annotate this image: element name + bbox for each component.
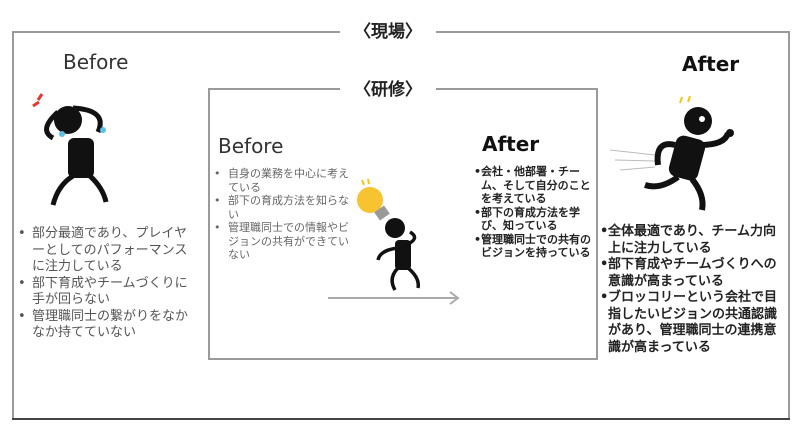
running-person-icon (610, 95, 734, 211)
field-before-list: 部分最適であり、プレイヤーとしてのパフォーマンスに注力している 部下育成やチーム… (18, 226, 198, 342)
list-item: 部下の育成方法を学び、知っている (474, 206, 594, 233)
list-item: 管理職同士の繋がりをなかなか持てていない (18, 309, 198, 342)
list-item: 部下の育成方法を知らない (214, 194, 354, 221)
list-item: ブロッコリーという会社で目指したいビジョンの共通認識があり、管理職同士の連携意識… (600, 290, 785, 356)
progress-arrow-icon (328, 291, 460, 305)
field-before-title: Before (63, 50, 129, 74)
list-item: 自身の業務を中心に考えている (214, 167, 354, 194)
idea-person-icon (357, 178, 421, 291)
training-before-title: Before (218, 134, 284, 158)
list-item: 管理職同士での情報やビジョンの共有ができていない (214, 221, 354, 262)
field-after-title: After (682, 52, 740, 76)
training-before-list: 自身の業務を中心に考えている 部下の育成方法を知らない 管理職同士での情報やビジ… (214, 167, 354, 262)
stressed-person-icon (32, 93, 109, 206)
list-item: 部下育成やチームづくりに手が回らない (18, 276, 198, 309)
training-after-list: 会社・他部署・チーム、そして自分のことを考えている 部下の育成方法を学び、知って… (474, 165, 594, 260)
list-item: 全体最適であり、チーム力向上に注力している (600, 224, 785, 257)
bottom-rule (12, 418, 790, 420)
field-label: 〈現場〉 (340, 17, 436, 42)
list-item: 会社・他部署・チーム、そして自分のことを考えている (474, 165, 594, 206)
field-after-list: 全体最適であり、チーム力向上に注力している 部下育成やチームづくりへの意識が高ま… (600, 224, 785, 356)
list-item: 部分最適であり、プレイヤーとしてのパフォーマンスに注力している (18, 226, 198, 276)
training-label: 〈研修〉 (340, 75, 436, 100)
training-after-title: After (482, 132, 540, 156)
list-item: 部下育成やチームづくりへの意識が高まっている (600, 257, 785, 290)
list-item: 管理職同士での共有のビジョンを持っている (474, 233, 594, 260)
